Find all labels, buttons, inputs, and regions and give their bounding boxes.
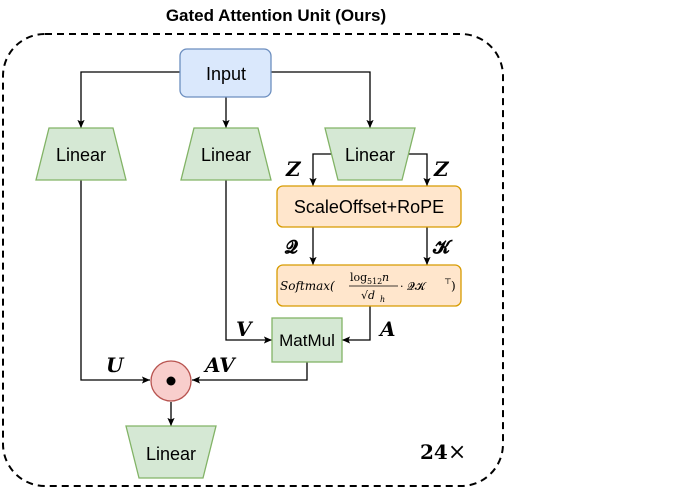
edge-z-left (309, 153, 338, 186)
label-av: AV (203, 353, 237, 377)
softmax-tail: · 𝓠𝓚 (400, 280, 427, 293)
label-q: 𝓠 (284, 237, 299, 258)
node-input: Input (179, 48, 272, 98)
softmax-fn: Softmax( (280, 279, 335, 293)
edge-u (80, 180, 150, 384)
repeat-count: 24× (420, 440, 466, 465)
node-linear-right-label: Linear (345, 145, 395, 165)
edge-a (342, 306, 371, 344)
node-linear-out-label: Linear (146, 444, 196, 464)
node-linear-right: Linear (324, 127, 416, 181)
label-z-left: Z (285, 157, 302, 181)
hadamard-dot-icon (166, 376, 176, 386)
softmax-sup: ⊤ (444, 277, 452, 286)
repeat-block-border (2, 33, 504, 487)
node-linear-mid: Linear (180, 127, 272, 181)
node-scaleoffset-label: ScaleOffset+RoPE (294, 197, 444, 217)
node-gate (150, 360, 192, 402)
node-softmax: Softmax( log 512 n √d h · 𝓠𝓚 ⊤ ) (276, 264, 462, 307)
softmax-close: ) (451, 279, 456, 293)
edge-z-right (404, 153, 431, 186)
label-a: A (378, 317, 396, 341)
node-linear-out: Linear (125, 425, 217, 479)
softmax-den: √d (361, 289, 375, 302)
diagram-title: Gated Attention Unit (Ours) (166, 6, 386, 25)
softmax-den-sub: h (380, 295, 385, 304)
node-linear-left: Linear (35, 127, 127, 181)
repeat-count-number: 24 (420, 440, 448, 464)
node-input-label: Input (206, 64, 246, 84)
repeat-count-times: × (448, 440, 466, 465)
label-u: U (106, 353, 125, 377)
softmax-num-sub: 512 (367, 277, 382, 286)
edge-av (192, 362, 308, 384)
label-k: 𝓚 (432, 237, 453, 258)
softmax-num-log: log (350, 271, 367, 284)
edge-v (225, 180, 272, 344)
softmax-num-n: n (382, 271, 389, 284)
edge-input-to-linear-right (271, 71, 374, 128)
node-matmul-label: MatMul (279, 331, 335, 350)
node-linear-left-label: Linear (56, 145, 106, 165)
edges (77, 71, 431, 426)
label-v: V (236, 317, 254, 341)
node-scaleoffset: ScaleOffset+RoPE (276, 185, 462, 228)
label-z-right: Z (433, 157, 450, 181)
edge-input-to-linear-left (77, 71, 180, 128)
node-linear-mid-label: Linear (201, 145, 251, 165)
node-matmul: MatMul (271, 317, 343, 363)
